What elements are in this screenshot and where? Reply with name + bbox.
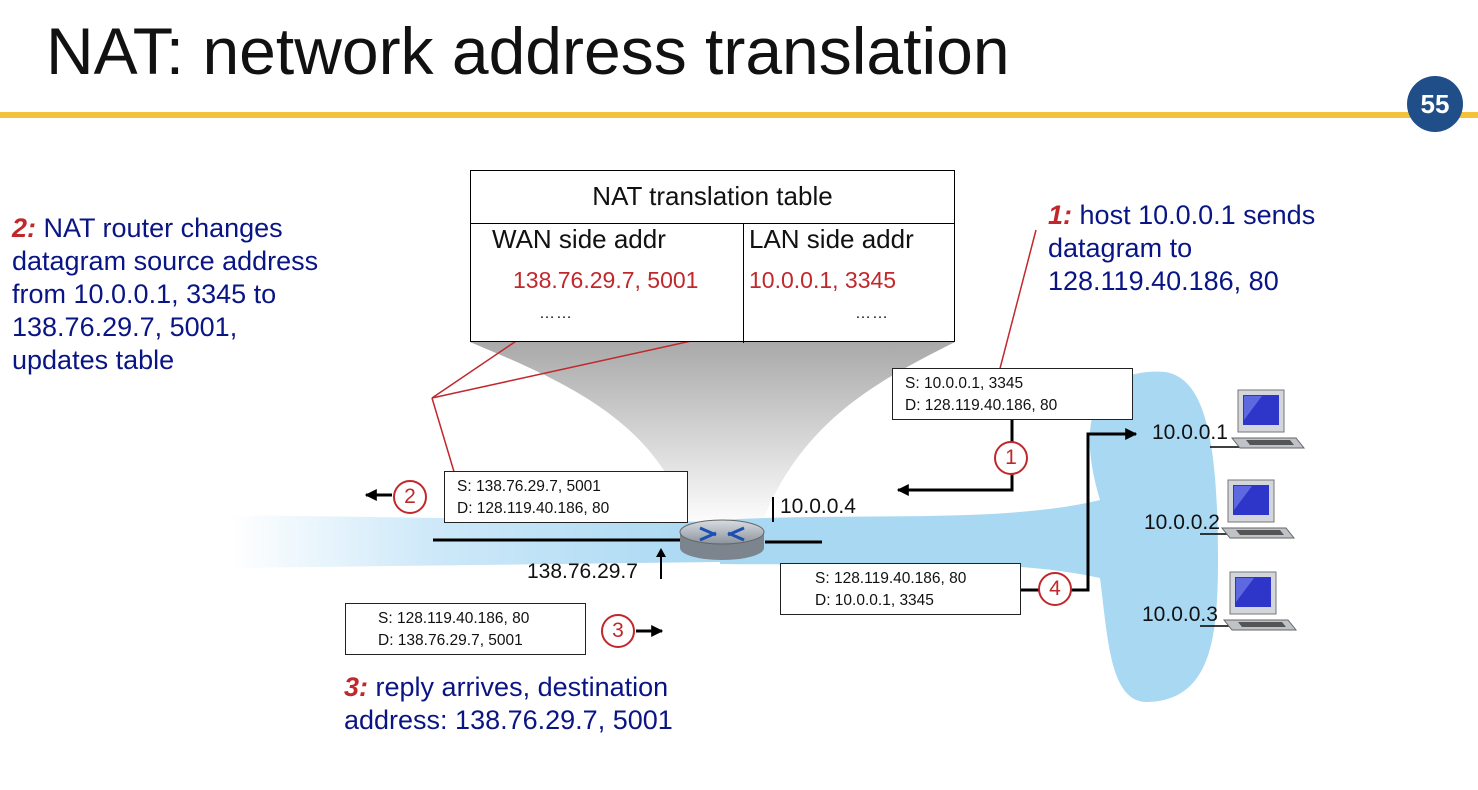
host-3-computer-icon [1222,571,1298,631]
host-2-address: 10.0.0.2 [1144,511,1220,534]
step-marker-1: 1 [994,441,1028,475]
callout-line-2c [431,397,456,476]
cell-lan-value: 10.0.0.1, 3345 [749,267,897,293]
step-1-number: 1: [1048,200,1073,230]
packet-4: S: 128.119.40.186, 80 D: 10.0.0.1, 3345 [780,563,1021,615]
step-2-line: NAT router changes [43,213,283,243]
nat-translation-table: NAT translation table WAN side addr LAN … [470,170,955,343]
host-2-computer-icon [1220,479,1296,539]
step-3-line: address: 138.76.29.7, 5001 [344,705,673,735]
col-header-lan: LAN side addr [749,224,914,254]
page-number-badge: 55 [1407,76,1463,132]
step-1-note: 1: host 10.0.0.1 sends datagram to 128.1… [1048,199,1315,298]
packet-4-dest: D: 10.0.0.1, 3345 [815,592,934,609]
table-column-divider [743,223,744,343]
slide-title: NAT: network address translation [46,14,1010,88]
packet-3-dest: D: 138.76.29.7, 5001 [378,632,523,649]
col-header-wan: WAN side addr [492,224,666,254]
title-accent-bar [0,112,1478,118]
cell-wan-more: …… [539,305,573,322]
cell-wan-value: 138.76.29.7, 5001 [513,267,699,293]
step-1-line: host 10.0.0.1 sends [1079,200,1316,230]
step-1-line: 128.119.40.186, 80 [1048,266,1279,296]
step-2-line: datagram source address [12,246,319,276]
step-3-line: reply arrives, destination [375,672,669,702]
router-wan-address: 138.76.29.7 [527,560,638,583]
step-2-line: updates table [12,345,175,375]
packet-1: S: 10.0.0.1, 3345 D: 128.119.40.186, 80 [892,368,1133,420]
router-icon [679,519,765,560]
step-marker-3: 3 [601,614,635,648]
callout-line-1 [996,229,1037,381]
step-marker-4: 4 [1038,572,1072,606]
host-3-address: 10.0.0.3 [1142,603,1218,626]
cell-lan-more: …… [855,305,889,322]
step-2-line: 138.76.29.7, 5001, [12,312,238,342]
packet-2-dest: D: 128.119.40.186, 80 [457,500,610,517]
step-2-line: from 10.0.0.1, 3345 to [12,279,277,309]
packet-3-source: S: 128.119.40.186, 80 [378,610,530,627]
step-marker-2: 2 [393,480,427,514]
packet-1-dest: D: 128.119.40.186, 80 [905,397,1058,414]
packet-3: S: 128.119.40.186, 80 D: 138.76.29.7, 50… [345,603,586,655]
packet-1-source: S: 10.0.0.1, 3345 [905,375,1024,392]
table-divider [471,223,954,224]
step-2-note: 2: NAT router changes datagram source ad… [12,212,318,377]
packet-4-source: S: 128.119.40.186, 80 [815,570,967,587]
step-3-number: 3: [344,672,369,702]
table-title: NAT translation table [592,181,833,211]
table-funnel [470,342,955,528]
lan-network [720,371,1218,703]
host-1-computer-icon [1230,389,1306,449]
packet-2-source: S: 138.76.29.7, 5001 [457,478,601,495]
packet-2: S: 138.76.29.7, 5001 D: 128.119.40.186, … [444,471,688,523]
step-1-line: datagram to [1048,233,1193,263]
host-1-address: 10.0.0.1 [1152,421,1228,444]
router-lan-address: 10.0.0.4 [780,495,856,518]
step-3-note: 3: reply arrives, destination address: 1… [344,671,673,737]
step-2-number: 2: [12,213,37,243]
